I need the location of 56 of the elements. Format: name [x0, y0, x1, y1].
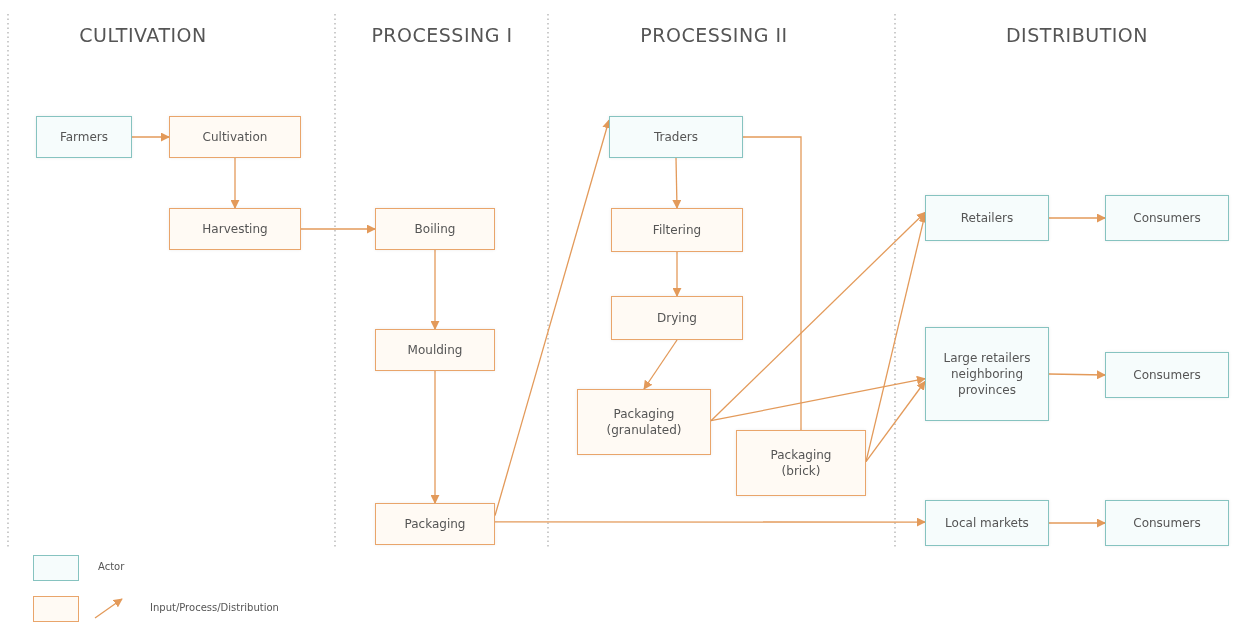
arrow [865, 380, 926, 463]
node-label: Consumers [1132, 209, 1202, 227]
arrow [430, 370, 440, 504]
actor-box [925, 500, 1049, 546]
legend-label: Input/Process/Distribution [150, 602, 279, 613]
node-label: Boiling [413, 220, 457, 238]
column-heading: CULTIVATION [79, 24, 207, 46]
node-label: Farmers [58, 128, 110, 146]
legend-label: Actor [98, 561, 125, 572]
actor-box [609, 116, 743, 158]
node-label: Packaging (granulated) [605, 405, 683, 439]
node-label: Consumers [1132, 514, 1202, 532]
arrow [1048, 213, 1106, 223]
node-label: Drying [656, 309, 698, 327]
actor-box [925, 195, 1049, 241]
node-label: Moulding [406, 341, 464, 359]
column-heading: PROCESSING I [371, 24, 513, 46]
arrow [710, 375, 926, 422]
node-label: Filtering [651, 221, 703, 239]
arrow [300, 224, 376, 234]
arrow [494, 517, 926, 527]
arrow [710, 211, 926, 422]
node-label: Local markets [944, 514, 1030, 532]
node-label: Harvesting [201, 220, 269, 238]
arrow [1048, 518, 1106, 528]
node-label: Large retailers neighboring provinces [942, 349, 1032, 399]
connector-line [742, 136, 802, 431]
arrow [643, 339, 678, 390]
process-box [169, 116, 301, 158]
arrow [230, 157, 240, 209]
arrow [672, 251, 682, 297]
node-label: Traders [652, 128, 699, 146]
node-label: Packaging (brick) [769, 446, 833, 480]
node-label: Retailers [959, 209, 1015, 227]
column-heading: PROCESSING II [640, 24, 788, 46]
actor-box [1105, 500, 1229, 546]
arrow [430, 249, 440, 330]
arrow [1048, 370, 1106, 380]
process-box [611, 296, 743, 340]
process-box [375, 329, 495, 371]
column-heading: DISTRIBUTION [1006, 24, 1148, 46]
process-box [375, 208, 495, 250]
actor-box [1105, 195, 1229, 241]
process-box [577, 389, 711, 455]
node-label: Consumers [1132, 366, 1202, 384]
actor-box [925, 327, 1049, 421]
process-box [169, 208, 301, 250]
process-box [611, 208, 743, 252]
process-box [736, 430, 866, 496]
arrow [131, 132, 170, 142]
arrow [672, 157, 682, 209]
actor-box [1105, 352, 1229, 398]
node-label: Cultivation [201, 128, 269, 146]
process-box [375, 503, 495, 545]
actor-box [36, 116, 132, 158]
node-label: Packaging [403, 515, 467, 533]
